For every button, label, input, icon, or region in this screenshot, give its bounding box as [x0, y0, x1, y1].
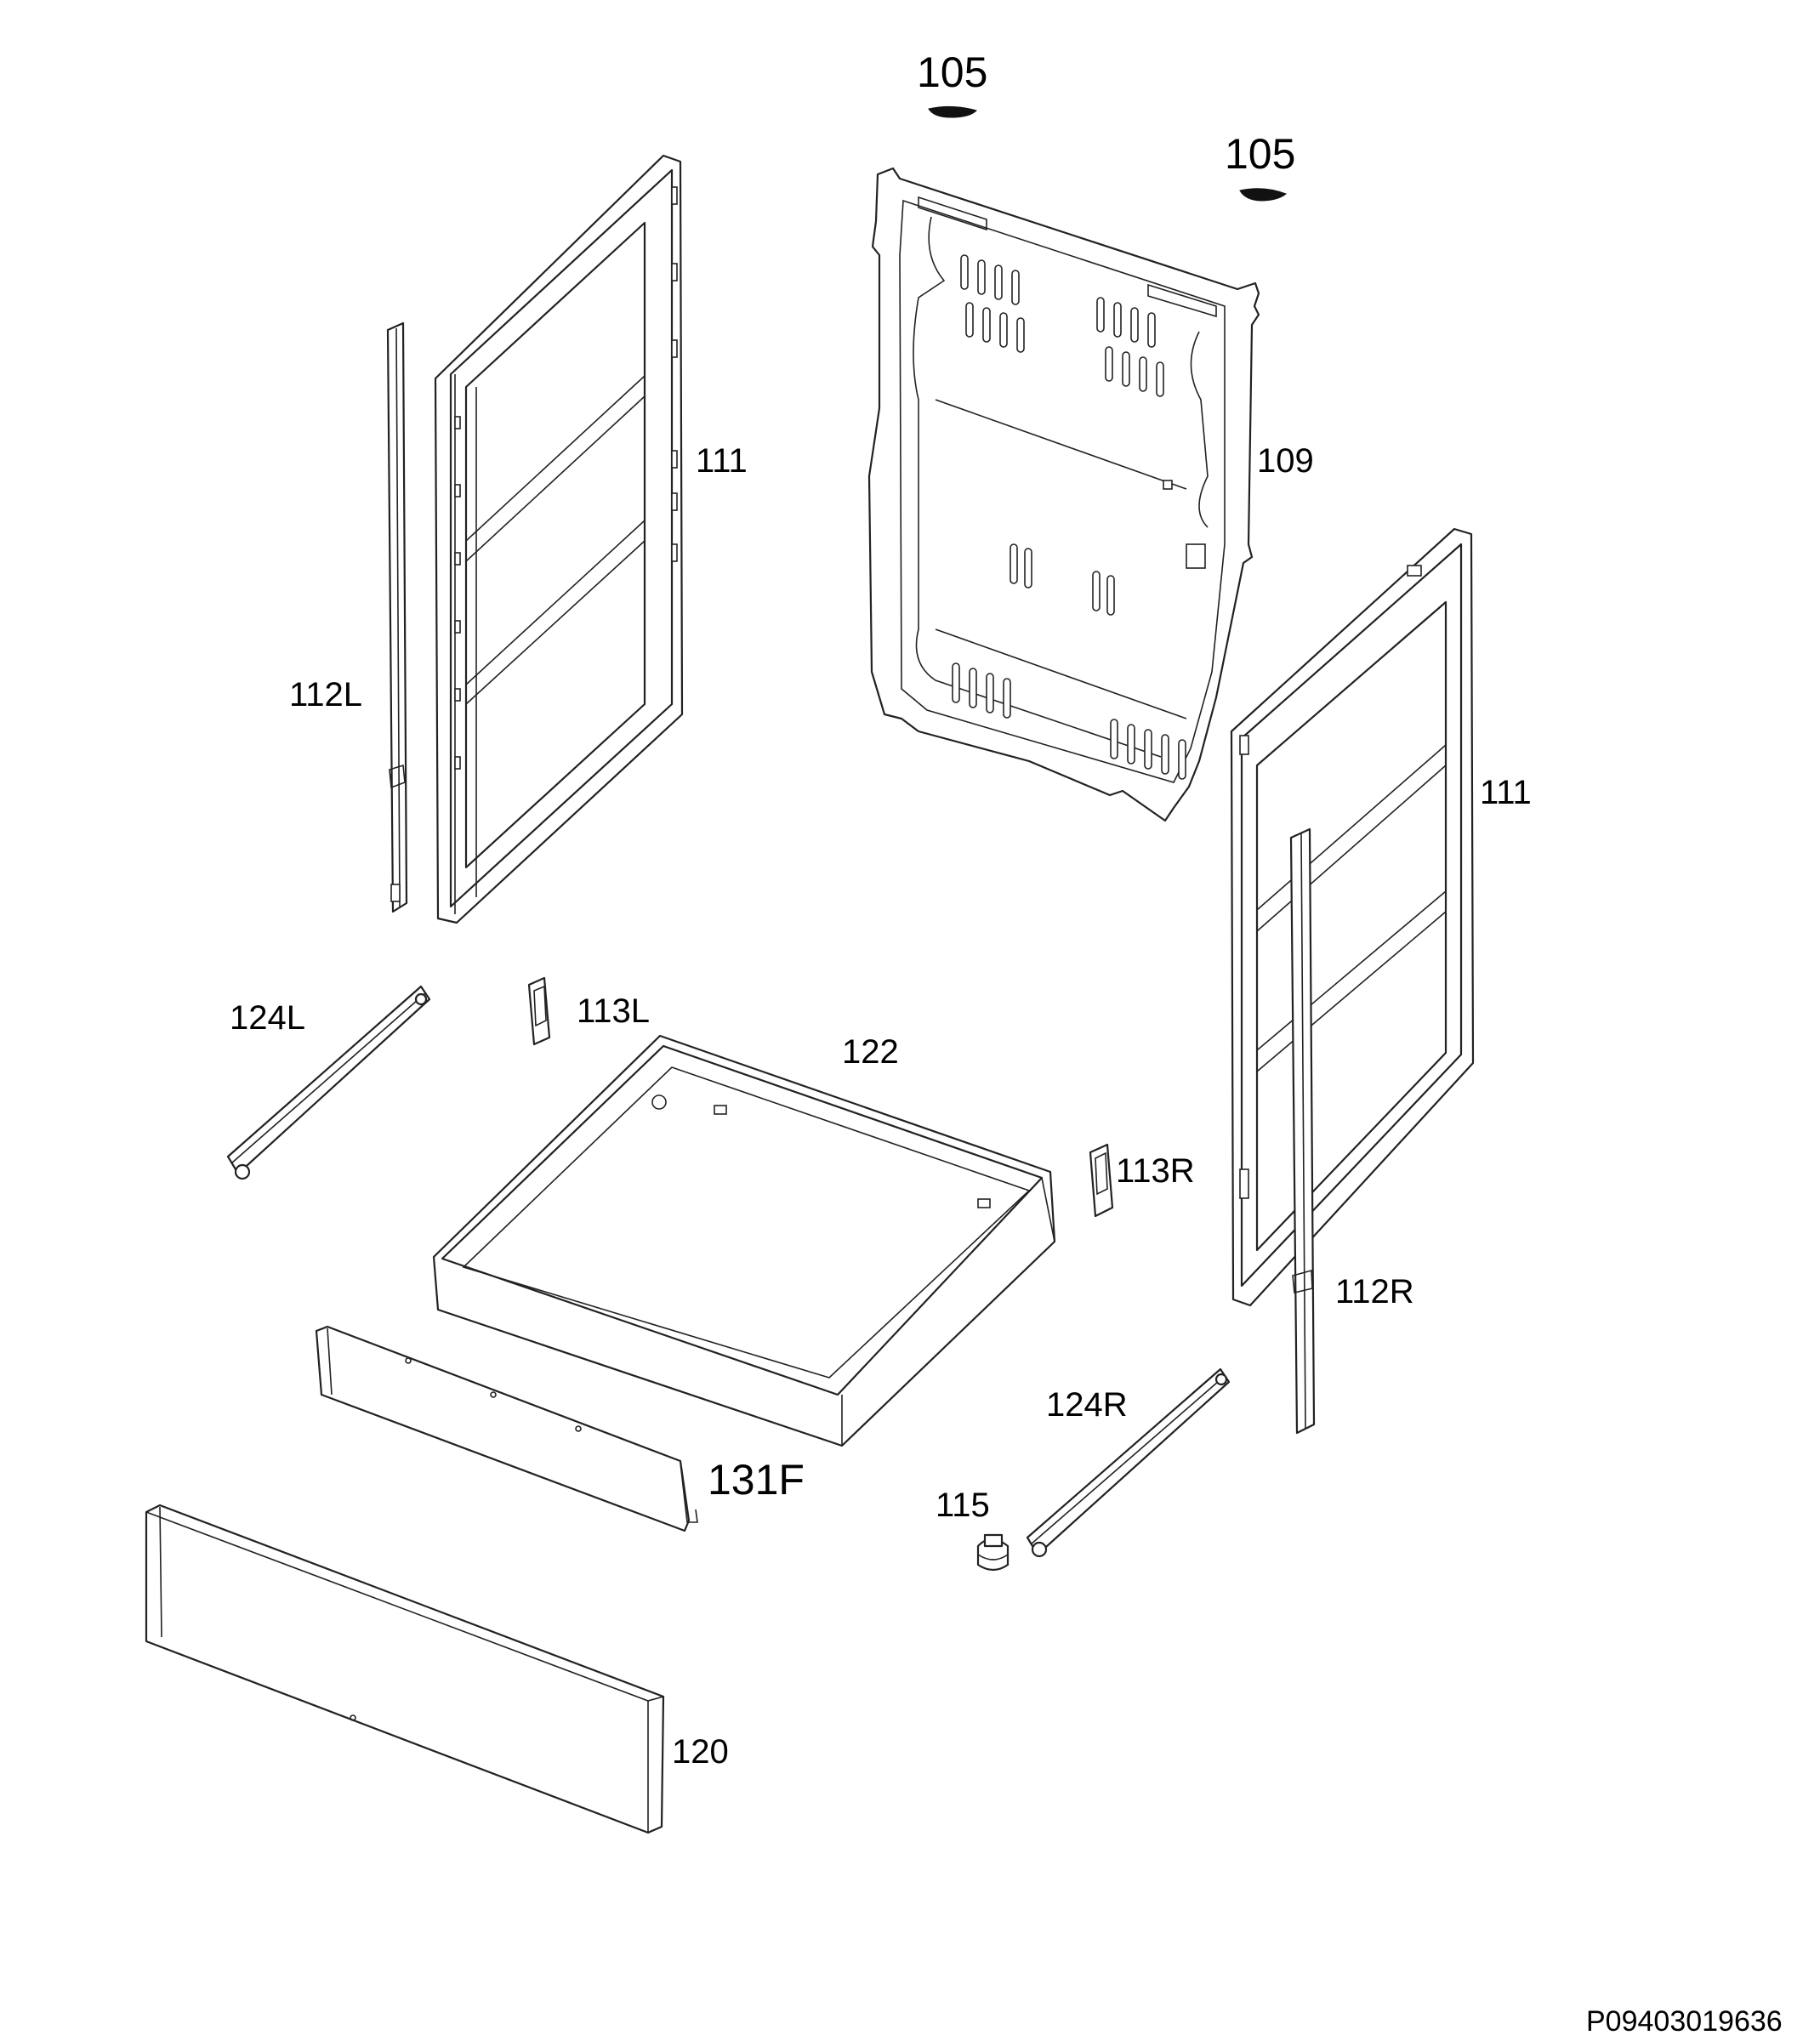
label-122: 122	[842, 1033, 899, 1071]
part-120-drawer-front-panel	[145, 1504, 665, 1834]
label-111-left: 111	[696, 442, 748, 480]
part-105-clip-right	[1239, 188, 1287, 202]
label-111-right: 111	[1480, 774, 1532, 811]
part-113R-bracket	[1089, 1143, 1114, 1218]
label-105-top: 105	[917, 48, 987, 96]
label-131F: 131F	[708, 1456, 805, 1504]
label-112L: 112L	[289, 676, 362, 713]
label-113L: 113L	[577, 992, 650, 1030]
label-105-right: 105	[1225, 130, 1295, 178]
part-124L-left-runner	[226, 985, 431, 1180]
label-124L: 124L	[230, 999, 305, 1037]
part-105-clip-top	[928, 105, 977, 118]
part-111-right-side-frame	[1230, 527, 1475, 1307]
part-131F-front-rail	[315, 1325, 698, 1532]
part-113L-bracket	[527, 976, 551, 1046]
part-112R-right-trim-strip	[1289, 827, 1316, 1435]
part-109-back-panel	[867, 167, 1260, 822]
label-113R: 113R	[1116, 1152, 1195, 1190]
label-115: 115	[936, 1487, 990, 1524]
document-id: P09403019636	[1586, 2005, 1783, 2038]
label-124R: 124R	[1046, 1386, 1128, 1424]
part-124R-right-runner	[1026, 1367, 1231, 1558]
part-112L-left-trim-strip	[386, 321, 408, 913]
label-120: 120	[672, 1733, 729, 1771]
label-109: 109	[1257, 442, 1314, 480]
label-112R: 112R	[1335, 1273, 1414, 1310]
part-122-drawer-tray	[432, 1034, 1056, 1447]
part-111-left-side-frame	[434, 154, 684, 924]
part-115-adjustable-foot	[976, 1533, 1010, 1572]
